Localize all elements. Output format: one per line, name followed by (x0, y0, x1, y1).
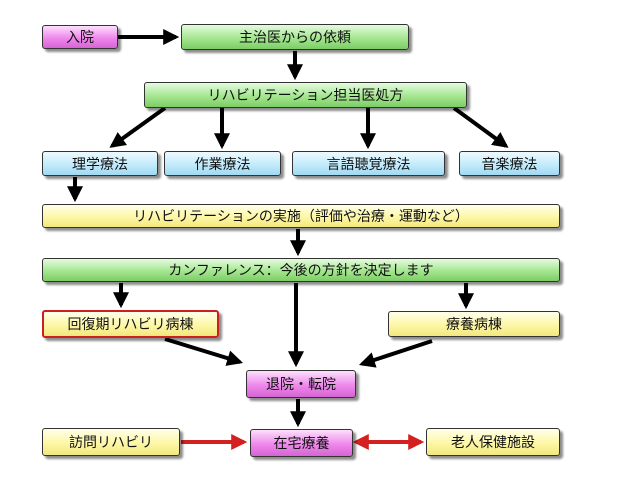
recovery-ward-node: 回復期リハビリ病棟 (42, 310, 219, 338)
admission-node: 入院 (42, 25, 118, 49)
arrow-care-discharge (358, 339, 433, 368)
arrow-recovery-discharge (164, 337, 244, 366)
arrow-prescription-music (452, 106, 509, 148)
home-rehab-node: 訪問リハビリ (42, 428, 180, 456)
care-ward-node: 療養病棟 (388, 311, 560, 337)
pt-node: 理学療法 (42, 151, 158, 176)
prescription-node: リハビリテーション担当医処方 (144, 82, 467, 108)
elderly-facility-node: 老人保健施設 (426, 428, 560, 456)
arrow-prescription-pt (109, 106, 167, 148)
implementation-node: リハビリテーションの実施（評価や治療・運動など） (42, 204, 560, 228)
request-node: 主治医からの依頼 (181, 24, 409, 50)
music-node: 音楽療法 (459, 151, 560, 176)
ot-node: 作業療法 (164, 151, 281, 176)
discharge-node: 退院・転院 (246, 370, 356, 398)
conference-node: カンファレンス：今後の方針を決定します (42, 258, 560, 282)
st-node: 言語聴覚療法 (292, 151, 445, 176)
home-care-node: 在宅療養 (250, 429, 353, 457)
